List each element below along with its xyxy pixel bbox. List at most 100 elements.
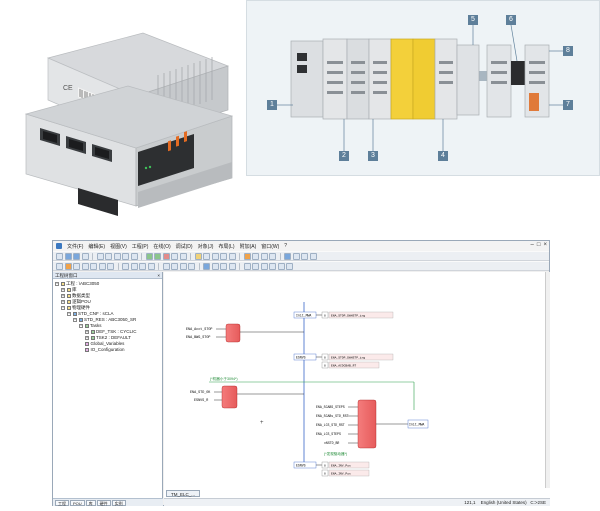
align-right-icon[interactable] bbox=[130, 262, 138, 270]
overwrite-icon[interactable] bbox=[260, 262, 268, 270]
tree-item-task-2[interactable]: + TSK2 : DEFAULT bbox=[85, 335, 131, 340]
output-var-2[interactable] bbox=[328, 353, 394, 361]
close-icon[interactable]: × bbox=[543, 242, 547, 248]
document-tab[interactable]: TM_ELC_... bbox=[166, 490, 201, 497]
zoom-in-icon[interactable] bbox=[171, 252, 178, 260]
expand-icon[interactable]: + bbox=[61, 300, 65, 304]
collapse-icon[interactable]: − bbox=[67, 312, 71, 316]
minimize-icon[interactable]: – bbox=[530, 242, 534, 248]
input-var-3[interactable]: ENA_STD_OK bbox=[190, 391, 211, 395]
tree-item-hardware[interactable]: − 物理硬件 bbox=[61, 305, 90, 310]
cut-icon[interactable] bbox=[96, 252, 104, 260]
bookmark-icon[interactable] bbox=[220, 252, 227, 260]
tree-item-tasks[interactable]: − Tasks bbox=[79, 323, 102, 328]
function-block-and-2[interactable] bbox=[221, 385, 238, 409]
tab-instance[interactable]: 实例 bbox=[111, 499, 126, 506]
expand-icon[interactable]: + bbox=[85, 330, 89, 334]
paste-icon[interactable] bbox=[113, 252, 121, 260]
expand-icon[interactable]: + bbox=[61, 294, 65, 298]
tree-item-io-config[interactable]: IO_Configuration bbox=[85, 347, 125, 353]
tree-item-configuration[interactable]: − STD_CNF : sCLA bbox=[67, 311, 114, 316]
menu-edit[interactable]: 编辑(E) bbox=[88, 243, 106, 250]
window-icon[interactable] bbox=[284, 252, 291, 260]
tree-item-resource[interactable]: − STD_RES : ABC3050_SR bbox=[73, 317, 137, 322]
debug-icon[interactable] bbox=[243, 252, 251, 260]
tree-item-pou[interactable]: + 逻辑POU bbox=[61, 299, 91, 304]
task-icon[interactable] bbox=[277, 262, 285, 270]
save-icon[interactable] bbox=[73, 252, 80, 260]
tree-item-task-default[interactable]: + DEF_TSK : CYCLIC bbox=[85, 329, 137, 334]
grid-icon[interactable] bbox=[203, 262, 210, 270]
expand-icon[interactable]: + bbox=[61, 288, 65, 292]
connect-icon[interactable] bbox=[220, 262, 227, 270]
input-var-1[interactable]: ENA_Acct_STOP bbox=[186, 328, 212, 332]
line-icon[interactable] bbox=[81, 262, 89, 270]
library-icon[interactable] bbox=[194, 252, 202, 260]
input-var-4[interactable]: ESNVS_R bbox=[194, 399, 208, 403]
autoroute-icon[interactable] bbox=[211, 262, 219, 270]
menu-extras[interactable]: 附加(A) bbox=[239, 243, 257, 250]
resource-icon[interactable] bbox=[269, 262, 276, 270]
stop-icon[interactable] bbox=[162, 252, 170, 260]
goto-icon[interactable] bbox=[228, 252, 236, 260]
collapse-icon[interactable]: − bbox=[73, 318, 77, 322]
new-file-icon[interactable] bbox=[56, 252, 63, 260]
find-icon[interactable] bbox=[203, 252, 210, 260]
undo-icon[interactable] bbox=[122, 252, 129, 260]
tile-icon[interactable] bbox=[301, 252, 308, 260]
breakpoint-icon[interactable] bbox=[260, 252, 268, 260]
compile-icon[interactable] bbox=[145, 252, 153, 260]
block-init-out[interactable] bbox=[407, 419, 429, 429]
tree-item-global-vars[interactable]: Global_Variables bbox=[85, 341, 124, 347]
contact-icon[interactable] bbox=[98, 262, 106, 270]
tab-pou[interactable]: POU bbox=[70, 499, 85, 506]
fb-input-1[interactable]: ENA_SCABS_STEPS bbox=[316, 405, 345, 409]
watch-icon[interactable] bbox=[269, 252, 276, 260]
menu-online[interactable]: 在线(O) bbox=[153, 243, 171, 250]
expand-icon[interactable]: + bbox=[85, 336, 89, 340]
coil-icon[interactable] bbox=[107, 262, 114, 270]
output-var-3[interactable] bbox=[328, 361, 380, 369]
make-icon[interactable] bbox=[154, 252, 161, 260]
output-var-4[interactable] bbox=[328, 461, 370, 469]
maximize-icon[interactable]: □ bbox=[536, 242, 541, 248]
monitor-icon[interactable] bbox=[243, 262, 251, 270]
step-icon[interactable] bbox=[252, 252, 259, 260]
copy-icon[interactable] bbox=[105, 252, 112, 260]
collapse-icon[interactable]: − bbox=[55, 282, 59, 286]
tab-hardware[interactable]: 硬件 bbox=[96, 499, 111, 506]
fb-input-2[interactable]: ENA_SCABs_STD_RST bbox=[316, 414, 349, 418]
output-var-1[interactable] bbox=[328, 311, 394, 319]
collapse-icon[interactable]: − bbox=[79, 324, 83, 328]
menu-file[interactable]: 文件(F) bbox=[67, 243, 84, 250]
menu-object[interactable]: 对象(J) bbox=[197, 243, 214, 250]
input-var-2[interactable]: ENA_BWG_STOP bbox=[186, 336, 210, 340]
menu-help[interactable]: ? bbox=[284, 243, 288, 249]
menu-layout[interactable]: 布局(L) bbox=[218, 243, 235, 250]
fb-input-5[interactable]: xNSTD_BR bbox=[324, 441, 339, 445]
negate-icon[interactable] bbox=[228, 262, 236, 270]
tab-project[interactable]: 工程 bbox=[55, 499, 69, 506]
fbd-editor[interactable]: ENA_Acct_STOP ENA_BWG_STOP Init_MWA 0 EN… bbox=[164, 272, 550, 506]
label-icon[interactable] bbox=[188, 262, 195, 270]
menu-view[interactable]: 视图(V) bbox=[110, 243, 127, 250]
close-icon[interactable]: × bbox=[157, 273, 160, 278]
jump-icon[interactable] bbox=[171, 262, 178, 270]
align-bottom-icon[interactable] bbox=[147, 262, 155, 270]
menu-debug[interactable]: 调试(D) bbox=[175, 243, 193, 250]
tree-root[interactable]: − 工程 : \ABC3050 bbox=[55, 281, 100, 286]
open-folder-icon[interactable] bbox=[64, 252, 72, 260]
cascade-icon[interactable] bbox=[292, 252, 300, 260]
menu-window[interactable]: 窗口(W) bbox=[261, 243, 280, 250]
collapse-icon[interactable]: − bbox=[61, 306, 65, 310]
fb-input-3[interactable]: ENA_LCS_STD_RST bbox=[316, 423, 345, 427]
fb-input-4[interactable]: ENA_LCS_STEPS bbox=[316, 432, 341, 436]
network-comment-2[interactable]: (*发现驱动器*) bbox=[324, 451, 347, 456]
menu-project[interactable]: 工程(P) bbox=[131, 243, 149, 250]
align-left-icon[interactable] bbox=[122, 262, 129, 270]
tree-item-datatypes[interactable]: + 数据类型 bbox=[61, 293, 90, 298]
help-icon[interactable] bbox=[309, 252, 317, 260]
print-icon[interactable] bbox=[81, 252, 89, 260]
tab-library[interactable]: 库 bbox=[85, 499, 96, 506]
tree-item-library[interactable]: + 库 bbox=[61, 287, 77, 292]
